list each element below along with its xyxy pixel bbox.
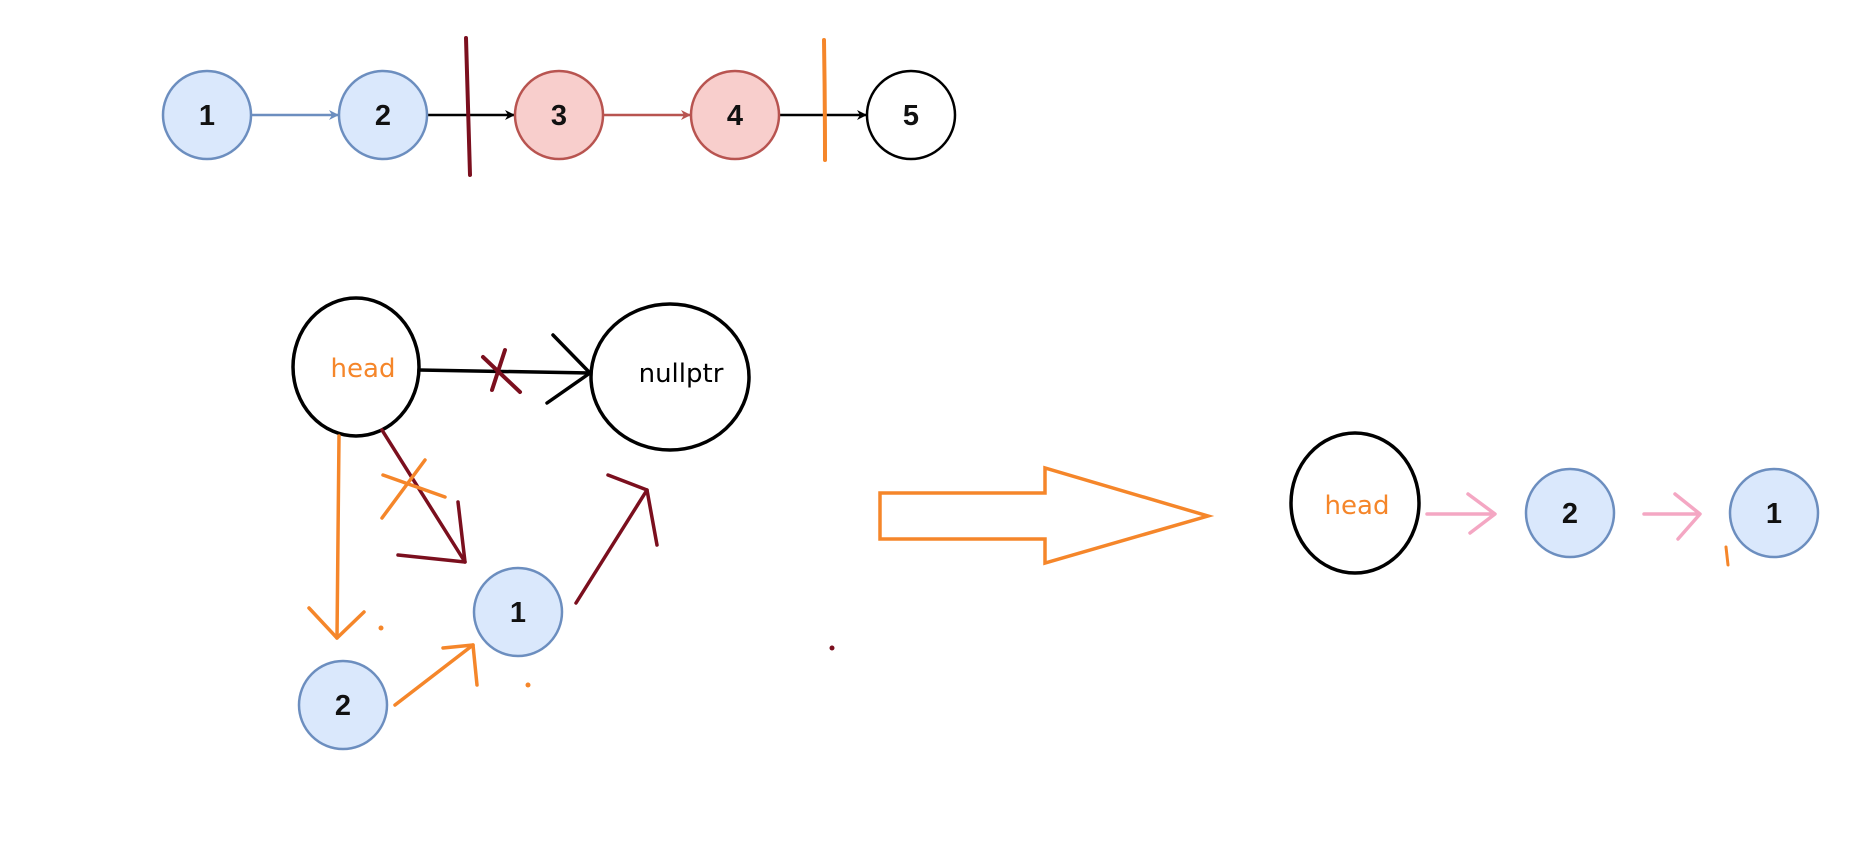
middle-head-node: head xyxy=(291,296,421,438)
middle-node-2: 2 xyxy=(297,659,389,751)
stray-stroke xyxy=(1724,545,1730,567)
reversal-after: head 2 1 xyxy=(1289,431,1820,575)
cross-mark-orange xyxy=(380,458,447,520)
top-node-3-label: 3 xyxy=(551,100,567,132)
top-node-5: 5 xyxy=(865,69,957,161)
top-node-1: 1 xyxy=(161,69,253,161)
reversal-before: head nullptr 1 xyxy=(291,296,835,751)
cross-mark-dark-red xyxy=(481,348,522,394)
top-linked-list: 1 2 3 4 5 xyxy=(161,36,957,177)
nullptr-node: nullptr xyxy=(589,302,751,452)
head-to-node2-arrow xyxy=(335,434,341,640)
node2-to-node1-arrow xyxy=(393,643,475,707)
top-node-5-label: 5 xyxy=(903,100,919,132)
top-node-2: 2 xyxy=(337,69,429,161)
middle-node-1: 1 xyxy=(472,566,564,658)
stray-dot xyxy=(525,682,531,688)
top-node-4-label: 4 xyxy=(727,100,743,132)
stray-dot xyxy=(829,645,835,651)
middle-node-1-label: 1 xyxy=(510,597,526,629)
nullptr-label: nullptr xyxy=(639,359,724,389)
head-to-nullptr-arrowhead xyxy=(545,333,592,405)
node1-to-nullptr-arrow xyxy=(574,488,649,605)
result-head-node: head xyxy=(1289,431,1421,575)
node2-to-node1-arrowhead xyxy=(441,643,479,687)
stray-dot xyxy=(378,625,384,631)
middle-head-label: head xyxy=(331,354,396,384)
top-node-1-label: 1 xyxy=(199,100,215,132)
result-node-2: 2 xyxy=(1524,467,1616,559)
result-node2-to-node1-arrow xyxy=(1642,492,1702,541)
head-to-node2-arrowhead xyxy=(307,606,366,640)
result-node-1-label: 1 xyxy=(1766,498,1782,530)
head-to-node1-arrow xyxy=(380,428,467,564)
split-marker-orange xyxy=(822,38,827,162)
head-to-nullptr-arrow xyxy=(417,368,592,375)
top-node-4: 4 xyxy=(689,69,781,161)
node1-to-nullptr-arrowhead xyxy=(606,473,659,547)
result-node-2-label: 2 xyxy=(1562,498,1578,530)
transform-arrow xyxy=(878,465,1215,566)
split-marker-dark-red xyxy=(464,36,472,177)
top-node-2-label: 2 xyxy=(375,100,391,132)
result-head-label: head xyxy=(1325,491,1390,521)
result-node-1: 1 xyxy=(1728,467,1820,559)
middle-node-2-label: 2 xyxy=(335,690,351,722)
head-to-node1-arrowhead xyxy=(396,500,467,564)
top-node-3: 3 xyxy=(513,69,605,161)
result-head-to-node2-arrow xyxy=(1425,492,1497,535)
